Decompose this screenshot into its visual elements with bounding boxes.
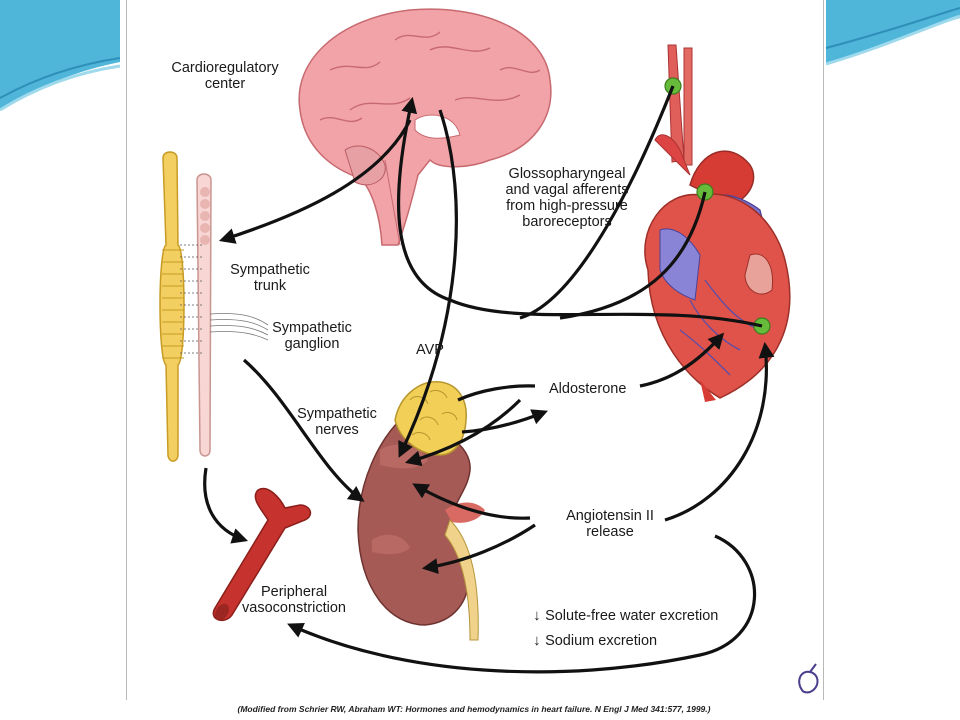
arrow-adrenal-to-aldosterone [457,384,536,402]
label-sympathetic-trunk: Sympathetic trunk [230,262,310,294]
label-cardioregulatory-center: Cardioregulatory center [171,60,279,92]
label-sodium-excretion: ↓Sodium excretion [525,617,658,650]
arrow-angiotensin-to-heart [664,341,775,522]
publisher-logo [798,663,819,694]
arrow-adrenal-to-aldo-label [461,409,548,434]
arrow-angiotensin-to-kidney-low [421,523,536,575]
kidney-illustration [357,419,485,641]
top-left-swoosh [0,0,121,112]
arrow-aldosterone-to-kidney [404,398,522,467]
label-sympathetic-ganglion: Sympathetic ganglion [272,320,352,352]
arrow-angiotensin-to-kidney [412,483,531,520]
arrow-brain-to-trunk [218,119,412,244]
arrow-carotid-afferent [519,85,675,320]
label-aldosterone: Aldosterone [549,381,627,397]
label-avp: AVP [416,342,444,358]
arrow-avp-to-kidney [398,109,458,458]
figure-caption: (Modified from Schrier RW, Abraham WT: H… [237,704,711,714]
arrow-aldosterone-to-heart [639,332,725,388]
label-angiotensin-release: Angiotensin II release [566,508,654,540]
label-glossopharyngeal-afferents: Glossopharyngeal and vagal afferents fro… [505,166,629,230]
sodium-text: Sodium excretion [545,633,658,649]
label-solute-free-water: ↓Solute-free water excretion [525,592,719,625]
adrenal-gland-illustration [394,381,467,456]
arrow-angiotensin-to-artery [287,534,757,674]
arrow-aortic-afferent [559,191,707,320]
down-arrow-icon: ↓ [533,607,541,624]
down-arrow-icon: ↓ [533,632,541,649]
arrow-afferents-to-brain [396,96,763,328]
artery-illustration [212,487,312,622]
arrow-nerves-to-kidney [242,358,365,502]
top-right-swoosh [825,0,960,66]
spinal-cord-illustration [159,151,269,462]
label-sympathetic-nerves: Sympathetic nerves [297,406,377,438]
solute-free-text: Solute-free water excretion [545,608,719,624]
arrow-trunk-to-artery [203,467,249,544]
heart-illustration [644,44,791,402]
brain-illustration [298,8,552,246]
label-peripheral-vasoconstriction: Peripheral vasoconstriction [242,584,346,616]
